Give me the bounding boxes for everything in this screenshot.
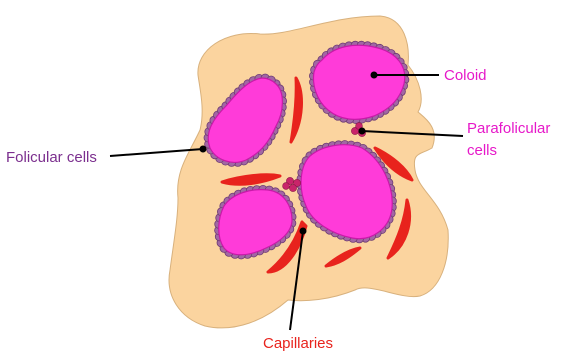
leader-dot-capillaries <box>300 228 307 235</box>
label-follicular-cells: Folicular cells <box>6 149 97 166</box>
label-parafollicular-line1: Parafolicular <box>467 120 550 137</box>
label-colloid: Coloid <box>444 67 487 84</box>
parafollicular-cell <box>289 184 296 191</box>
label-parafollicular-line2: cells <box>467 142 497 159</box>
parafollicular-cell <box>283 183 290 190</box>
leader-dot-follicular <box>200 146 207 153</box>
label-capillaries: Capillaries <box>263 335 333 352</box>
leader-dot-parafollicular <box>359 128 366 135</box>
leader-dot-colloid <box>371 72 378 79</box>
